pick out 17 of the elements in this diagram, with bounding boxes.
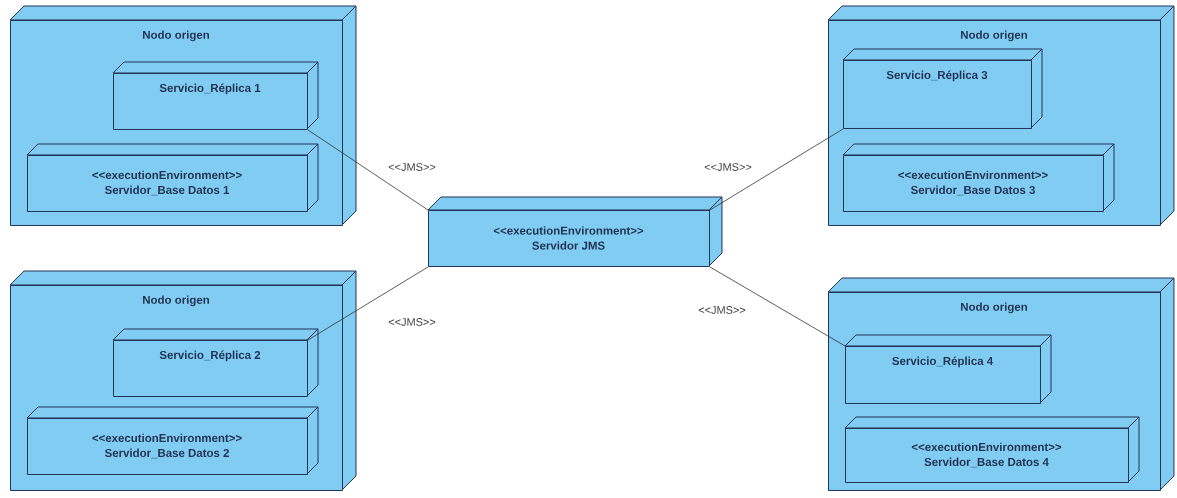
connector-line bbox=[307, 129, 429, 211]
node-box: Servicio_Réplica 2 bbox=[112, 328, 319, 397]
node-box: Servicio_Réplica 1 bbox=[112, 61, 319, 130]
node-box: Servicio_Réplica 4 bbox=[844, 334, 1052, 404]
node-box: Servicio_Réplica 3 bbox=[842, 48, 1043, 129]
node-box: <<executionEnvironment>> Servidor_Base Datos 4 bbox=[844, 416, 1140, 483]
edge-label: <<JMS>> bbox=[387, 317, 437, 327]
node-box: <<executionEnvironment>> Servidor_Base Datos 3 bbox=[842, 143, 1115, 212]
edge-label: <<JMS>> bbox=[387, 162, 437, 172]
connector-line bbox=[307, 266, 429, 341]
node-box: <<executionEnvironment>> Servidor JMS bbox=[427, 196, 723, 267]
connector-line bbox=[709, 128, 844, 211]
edge-label: <<JMS>> bbox=[703, 162, 753, 172]
edge-label: <<JMS>> bbox=[697, 305, 747, 315]
connector-line bbox=[709, 266, 846, 347]
node-box: <<executionEnvironment>> Servidor_Base Datos 2 bbox=[26, 406, 319, 475]
node-box: <<executionEnvironment>> Servidor_Base Datos 1 bbox=[26, 143, 319, 212]
